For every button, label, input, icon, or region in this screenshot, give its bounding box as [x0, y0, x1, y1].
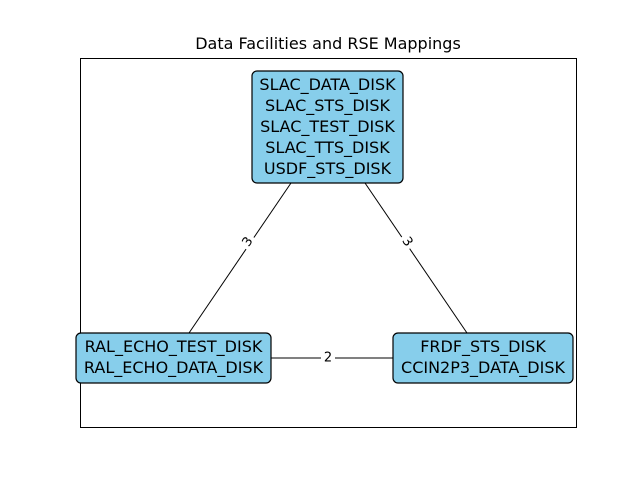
- edge-labels-group: 3 3 2: [237, 231, 418, 366]
- edge-label-background: [237, 231, 259, 253]
- node-label-line: USDF_STS_DISK: [264, 159, 392, 179]
- node-label-line: SLAC_DATA_DISK: [259, 75, 396, 95]
- node-box: [392, 332, 574, 384]
- edge-label-slac-frdf: 3: [396, 231, 418, 253]
- node-label-line: RAL_ECHO_TEST_DISK: [85, 337, 263, 357]
- edge-label-background: [321, 350, 335, 366]
- node-label-line: RAL_ECHO_DATA_DISK: [84, 358, 264, 378]
- edge-slac-frdf: [364, 182, 468, 334]
- edge-weight-label: 2: [324, 351, 332, 366]
- edge-label-ral-frdf: 2: [321, 350, 335, 366]
- node-slac[interactable]: SLAC_DATA_DISKSLAC_STS_DISKSLAC_TEST_DIS…: [251, 70, 404, 184]
- node-label-line: SLAC_TTS_DISK: [265, 138, 390, 158]
- edge-slac-ral: [188, 182, 292, 334]
- node-label-line: CCIN2P3_DATA_DISK: [401, 358, 565, 378]
- node-label-line: SLAC_TEST_DISK: [260, 117, 395, 137]
- plot-frame: [80, 58, 577, 428]
- nodes-group: SLAC_DATA_DISKSLAC_STS_DISKSLAC_TEST_DIS…: [75, 70, 574, 384]
- node-box: [75, 332, 272, 384]
- edge-label-background: [396, 231, 418, 253]
- edge-label-slac-ral: 3: [237, 231, 259, 253]
- node-label-line: SLAC_STS_DISK: [265, 96, 391, 116]
- node-box: [251, 70, 404, 184]
- diagram-title: Data Facilities and RSE Mappings: [195, 34, 461, 53]
- node-label-line: FRDF_STS_DISK: [420, 337, 546, 357]
